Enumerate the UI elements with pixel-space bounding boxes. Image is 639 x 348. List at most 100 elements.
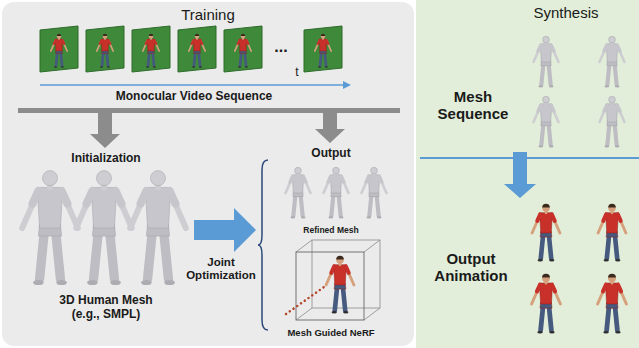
sleeve — [108, 40, 110, 44]
sleeve — [538, 45, 541, 51]
head — [336, 256, 344, 264]
group-heading: Initialization — [18, 152, 194, 166]
shoe — [366, 216, 371, 218]
sleeve — [366, 176, 369, 182]
arm — [235, 40, 240, 51]
leg — [541, 124, 543, 145]
head — [295, 167, 302, 174]
leg — [339, 195, 341, 216]
shoe — [537, 331, 542, 334]
human-mesh — [286, 167, 311, 218]
arm — [143, 40, 148, 51]
shoe — [604, 145, 609, 147]
head — [542, 274, 550, 282]
arm — [551, 105, 558, 122]
sleeve — [551, 105, 554, 111]
leg — [40, 233, 45, 279]
leg — [549, 235, 551, 258]
shoe — [603, 331, 608, 334]
leg — [56, 52, 57, 66]
item-caption: Mesh Guided NeRF — [256, 328, 406, 339]
hair — [195, 34, 199, 36]
panel-heading: Synthesis — [516, 4, 616, 21]
arm — [326, 266, 334, 285]
shoe — [549, 145, 554, 147]
hair — [149, 34, 153, 36]
sleeve — [116, 191, 122, 204]
arm — [532, 214, 540, 233]
sleeve — [552, 285, 555, 292]
leg — [377, 195, 379, 216]
cube-edge — [296, 308, 312, 320]
sleeve — [146, 40, 148, 44]
sleeve — [604, 45, 607, 51]
sleeve — [62, 191, 68, 204]
human-figure — [598, 204, 626, 262]
sleeve — [341, 176, 344, 182]
arm — [200, 40, 205, 51]
shoe — [549, 85, 554, 87]
head — [241, 34, 245, 38]
arm — [315, 40, 320, 51]
hair — [336, 256, 344, 260]
leg — [325, 52, 326, 66]
leg — [331, 195, 333, 216]
leg — [293, 195, 295, 216]
head — [195, 34, 199, 38]
hair — [608, 204, 616, 208]
output-group: OutputRefined MeshMesh Guided NeRF — [256, 143, 406, 342]
shoe — [87, 280, 97, 285]
leg — [164, 233, 169, 279]
shoe — [339, 216, 344, 218]
edge-label: Joint Optimization — [181, 256, 261, 282]
leg — [110, 233, 115, 279]
shoe — [549, 331, 554, 334]
head — [57, 34, 61, 38]
head — [609, 36, 616, 43]
arm — [532, 285, 540, 304]
sleeve — [379, 176, 382, 182]
nerf-volume — [286, 240, 380, 320]
optimization-arrow — [194, 208, 256, 252]
shoe — [146, 66, 149, 68]
sleeve — [617, 45, 620, 51]
head — [150, 171, 165, 186]
head — [103, 34, 107, 38]
human-figure — [235, 34, 251, 68]
shoe — [107, 66, 110, 68]
head — [608, 204, 616, 212]
sleeve — [618, 214, 621, 220]
sleeve — [303, 176, 306, 182]
shoe — [164, 280, 174, 285]
sleeve — [290, 176, 293, 182]
human-figure — [143, 34, 159, 68]
leg — [615, 235, 617, 258]
arm — [189, 40, 194, 51]
sleeve — [141, 191, 147, 204]
arm — [170, 191, 186, 228]
human-mesh — [534, 36, 559, 87]
sleeve — [552, 214, 555, 220]
sleeve — [200, 40, 202, 44]
arm — [600, 45, 607, 62]
human-mesh — [534, 96, 559, 147]
human-figure — [315, 34, 331, 68]
shoe — [328, 216, 333, 218]
human-figure — [532, 204, 560, 262]
arm — [326, 40, 331, 51]
leg — [245, 52, 246, 66]
group-caption: Monocular Video Sequence — [36, 90, 352, 104]
leg — [94, 233, 99, 279]
head — [42, 171, 57, 186]
shoe — [238, 66, 241, 68]
shoe — [245, 66, 248, 68]
leg — [56, 233, 61, 279]
sleeve — [192, 40, 194, 44]
arm — [76, 191, 92, 228]
shoe — [538, 259, 543, 262]
hair — [542, 274, 550, 278]
shoe — [110, 280, 120, 285]
leg — [107, 52, 108, 66]
shoe — [332, 311, 337, 314]
leg — [369, 195, 371, 216]
